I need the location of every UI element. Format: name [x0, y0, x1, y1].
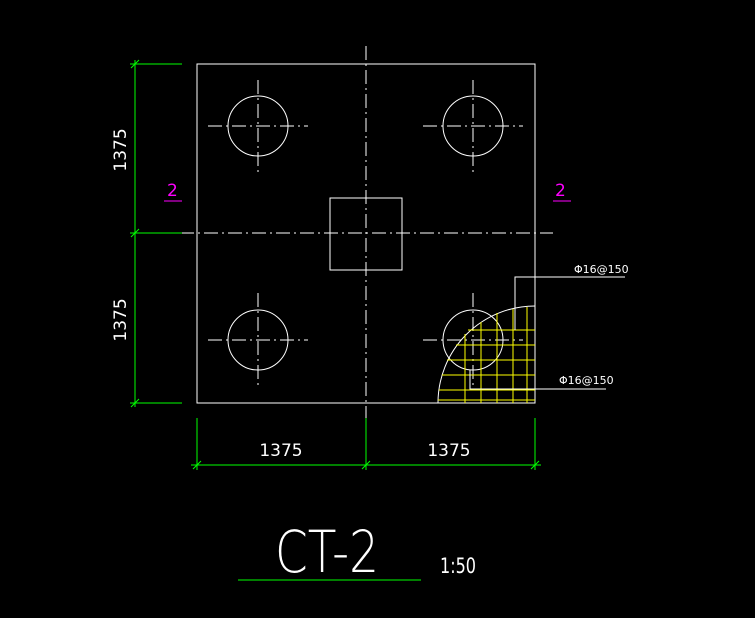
dim-horizontal-right-label: 1375	[427, 441, 470, 461]
pile-top-right	[442, 95, 504, 157]
dim-horizontal-left-label: 1375	[259, 441, 302, 461]
dim-vertical-top-label: 1375	[111, 128, 131, 171]
rebar-break-arc	[437, 305, 536, 404]
rebar-leader-top	[514, 276, 625, 330]
section-marker-left: 2	[167, 181, 178, 201]
section-marker-right: 2	[555, 181, 566, 201]
column-outline	[329, 197, 403, 271]
rebar-label-top: Φ16@150	[574, 263, 629, 276]
pile-bottom-left	[227, 309, 289, 371]
pile-bottom-right	[442, 309, 504, 371]
rebar-label-bottom: Φ16@150	[559, 374, 614, 387]
drawing-scale: 1:50	[440, 554, 476, 578]
rebar-grid	[438, 307, 535, 403]
center-lines	[132, 46, 553, 418]
dimension-horizontal	[191, 418, 541, 470]
drawing-title: CT-2	[275, 518, 379, 586]
dimension-vertical	[130, 59, 182, 408]
dim-vertical-bottom-label: 1375	[111, 298, 131, 341]
pile-top-left	[227, 95, 289, 157]
rebar-leader-bottom	[469, 370, 606, 390]
rebar-detail	[437, 305, 536, 404]
